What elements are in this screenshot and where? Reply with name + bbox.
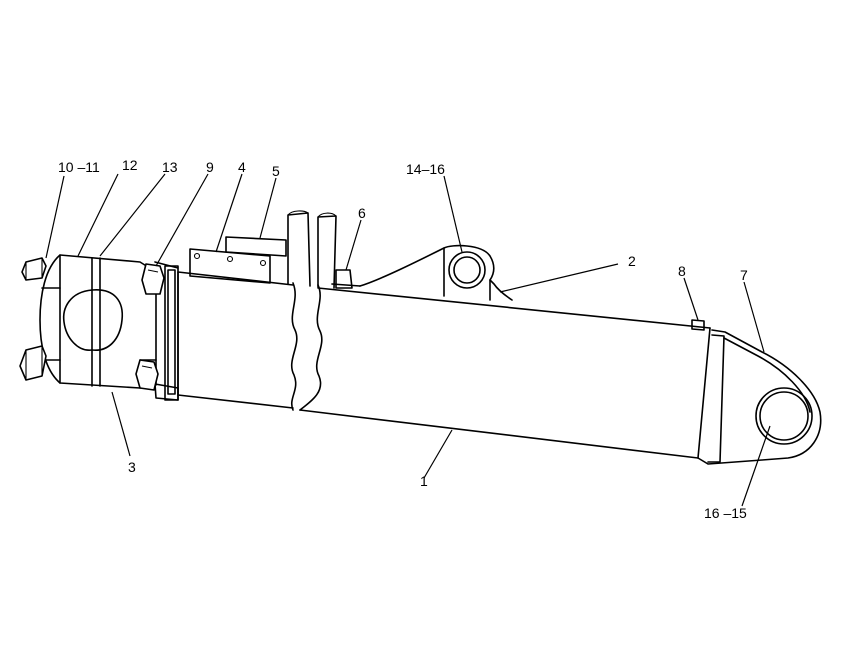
fitting-8 [691,319,705,331]
rod-eye-7 [697,329,822,465]
callout-16-15: 16 –15 [704,505,747,521]
callout-12: 12 [122,157,138,173]
cylinder-barrel [177,271,711,459]
end-cap-left [154,261,179,401]
bolt-10-11-top [21,257,47,281]
block-5 [225,236,287,257]
callout-9: 9 [206,159,214,175]
callout-13: 13 [162,159,178,175]
callout-1: 1 [420,473,428,489]
callout-7: 7 [740,267,748,283]
fitting-6 [331,269,361,289]
clamp-3 [39,254,157,389]
rod-pieces [287,210,337,289]
callout-6: 6 [358,205,366,221]
callout-5: 5 [272,163,280,179]
callout-labels: 10 –11 12 13 9 4 5 6 14–16 2 8 7 3 1 16 … [58,157,748,521]
callout-3: 3 [128,459,136,475]
break-lines [290,282,323,411]
callout-2: 2 [628,253,636,269]
callout-10-11: 10 –11 [58,159,100,175]
callout-8: 8 [678,263,686,279]
callout-4: 4 [238,159,246,175]
nut-9-top [141,263,165,295]
nut-9-bottom [135,359,159,391]
bracket-2 [359,244,513,301]
callout-14-16: 14–16 [406,161,445,177]
bolt-10-11-bottom [19,345,47,381]
leader-lines [45,173,771,507]
